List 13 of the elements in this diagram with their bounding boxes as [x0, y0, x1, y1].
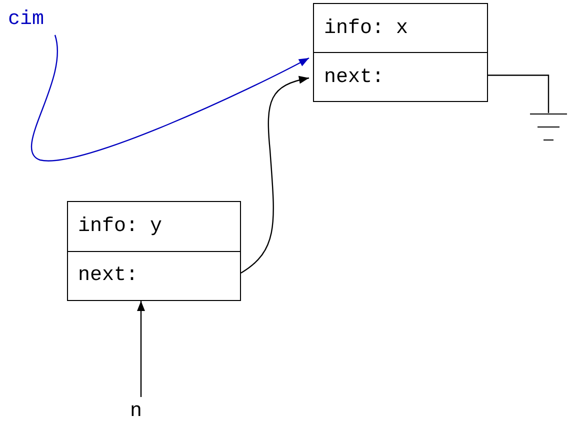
arrow [31, 34, 310, 162]
field-label: next: [314, 52, 487, 101]
arrow [137, 301, 145, 397]
field-label: info: x [323, 16, 410, 42]
ground-symbol [530, 113, 567, 143]
field-label: next: [68, 250, 240, 300]
field-label: info: y [77, 214, 164, 240]
arrow [240, 76, 310, 274]
record-box [67, 201, 241, 301]
connector-line [488, 74, 550, 113]
variable-label: cim [8, 10, 44, 30]
record-box [313, 3, 488, 102]
variable-label: n [130, 402, 142, 422]
